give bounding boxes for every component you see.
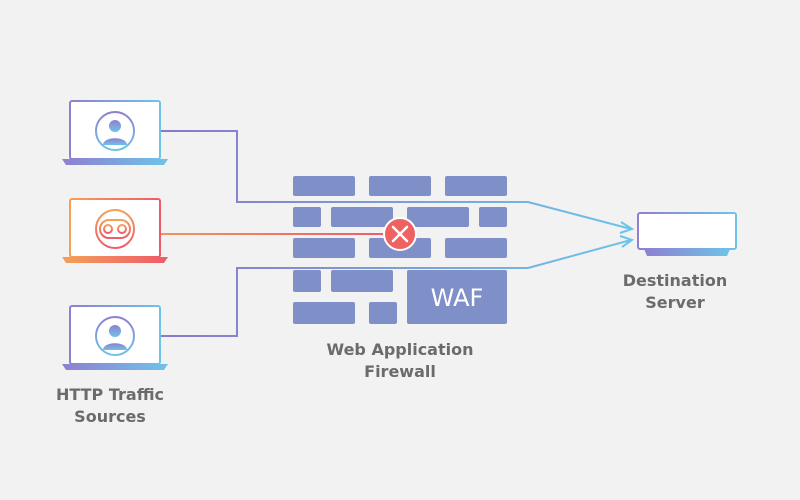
brick <box>293 207 321 227</box>
brick <box>445 238 507 258</box>
brick <box>293 270 321 292</box>
server-icon <box>637 212 737 256</box>
brick <box>369 176 431 196</box>
legit-route-top <box>160 130 632 230</box>
arrow-head-icon <box>619 221 635 234</box>
firewall-label: Web Application Firewall <box>326 340 474 381</box>
waf-badge-label: WAF <box>431 284 484 312</box>
laptop-icon <box>62 305 168 370</box>
sources-label: HTTP Traffic Sources <box>55 385 165 426</box>
blocked-x-icon <box>383 217 417 251</box>
laptop-icon <box>62 100 168 165</box>
user-icon <box>95 111 135 151</box>
server-slots <box>655 224 717 237</box>
brick <box>331 270 393 292</box>
brick <box>369 302 397 324</box>
brick <box>407 207 469 227</box>
arrow-head-icon <box>619 235 635 248</box>
brick <box>293 302 355 324</box>
brick <box>331 207 393 227</box>
brick <box>293 176 355 196</box>
legit-route-bottom <box>160 239 632 337</box>
brick <box>293 238 355 258</box>
firewall-wall: WAF <box>293 176 507 324</box>
bot-icon <box>95 209 135 249</box>
connection-lines <box>160 130 635 337</box>
waf-badge <box>407 270 507 324</box>
server-label: Destination Server <box>622 271 728 312</box>
brick <box>445 176 507 196</box>
user-icon <box>95 316 135 356</box>
laptop-icon <box>62 198 168 263</box>
brick <box>479 207 507 227</box>
